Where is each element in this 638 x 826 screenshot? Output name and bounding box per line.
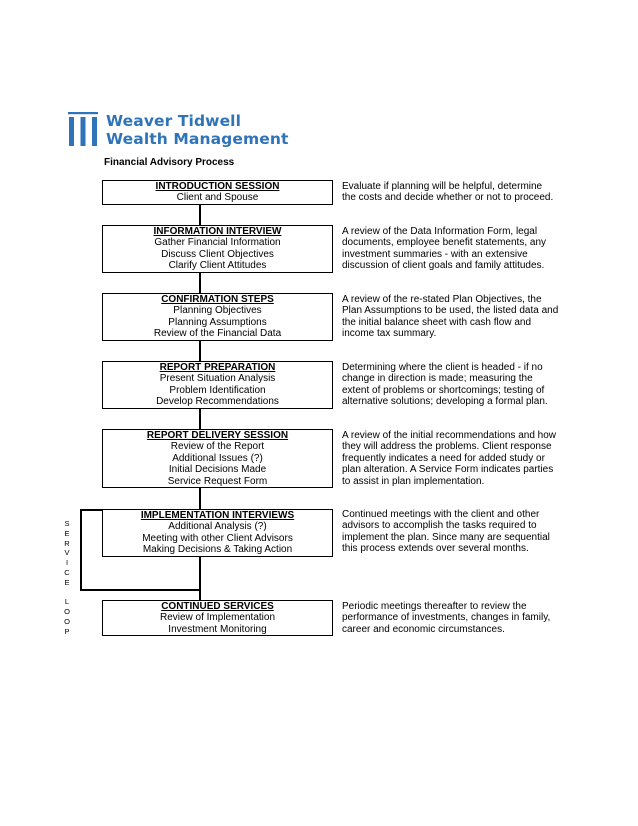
step-line: Planning Objectives [173,305,262,317]
service-loop-bottom [80,589,200,591]
step-box-report-delivery: REPORT DELIVERY SESSION Review of the Re… [102,429,333,489]
step-line: Clarify Client Attitudes [168,260,267,272]
step-description: Continued meetings with the client and o… [342,509,550,555]
step-description: Evaluate if planning will be helpful, de… [342,181,554,204]
connector-5-6 [199,488,201,510]
step-title: REPORT DELIVERY SESSION [146,430,289,441]
step-box-introduction: INTRODUCTION SESSION Client and Spouse [102,180,333,205]
step-line: Service Request Form [167,475,268,487]
step-line: Investment Monitoring [168,623,267,635]
step-title: INTRODUCTION SESSION [155,181,280,192]
step-line: Discuss Client Objectives [161,248,274,260]
step-line: Present Situation Analysis [159,373,276,385]
step-line: Additional Issues (?) [172,452,263,464]
step-box-information-interview: INFORMATION INTERVIEW Gather Financial I… [102,225,333,273]
connector-4-5 [199,408,201,430]
step-description: Periodic meetings thereafter to review t… [342,601,551,635]
connector-1-2 [199,204,201,228]
step-description: A review of the re-stated Plan Objective… [342,294,559,340]
step-box-implementation: IMPLEMENTATION INTERVIEWS Additional Ana… [102,509,333,557]
step-title: REPORT PREPARATION [159,362,276,373]
step-line: Review of the Financial Data [153,328,282,340]
step-title: INFORMATION INTERVIEW [153,226,282,237]
step-box-confirmation: CONFIRMATION STEPS Planning Objectives P… [102,293,333,341]
step-line: Planning Assumptions [168,316,267,328]
connector-3-4 [199,340,201,362]
step-line: Making Decisions & Taking Action [142,544,293,556]
step-line: Review of Implementation [159,612,276,624]
logo-mark-icon [68,112,98,146]
connector-2-3 [199,272,201,294]
step-description: A review of the Data Information Form, l… [342,226,547,272]
step-box-report-preparation: REPORT PREPARATION Present Situation Ana… [102,361,333,409]
step-title: IMPLEMENTATION INTERVIEWS [140,510,295,521]
step-title: CONTINUED SERVICES [161,601,274,612]
logo-division-name: Wealth Management [106,130,289,148]
service-loop-label: S E R V I C E L O O P [64,519,70,636]
step-title: CONFIRMATION STEPS [161,294,274,305]
document-title: Financial Advisory Process [104,157,235,168]
connector-6-7 [199,556,201,600]
step-description: A review of the initial recommendations … [342,430,557,487]
step-line: Review of the Report [170,441,265,453]
service-loop-left [80,509,82,590]
step-line: Develop Recommendations [156,396,279,408]
step-line: Meeting with other Client Advisors [142,532,293,544]
step-line: Additional Analysis (?) [168,521,267,533]
step-line: Gather Financial Information [154,237,281,249]
step-line: Problem Identification [169,384,266,396]
step-description: Determining where the client is headed -… [342,362,548,408]
logo-company-name: Weaver Tidwell [106,112,242,130]
step-line: Client and Spouse [176,192,259,204]
step-box-continued-services: CONTINUED SERVICES Review of Implementat… [102,600,333,637]
step-line: Initial Decisions Made [168,464,267,476]
